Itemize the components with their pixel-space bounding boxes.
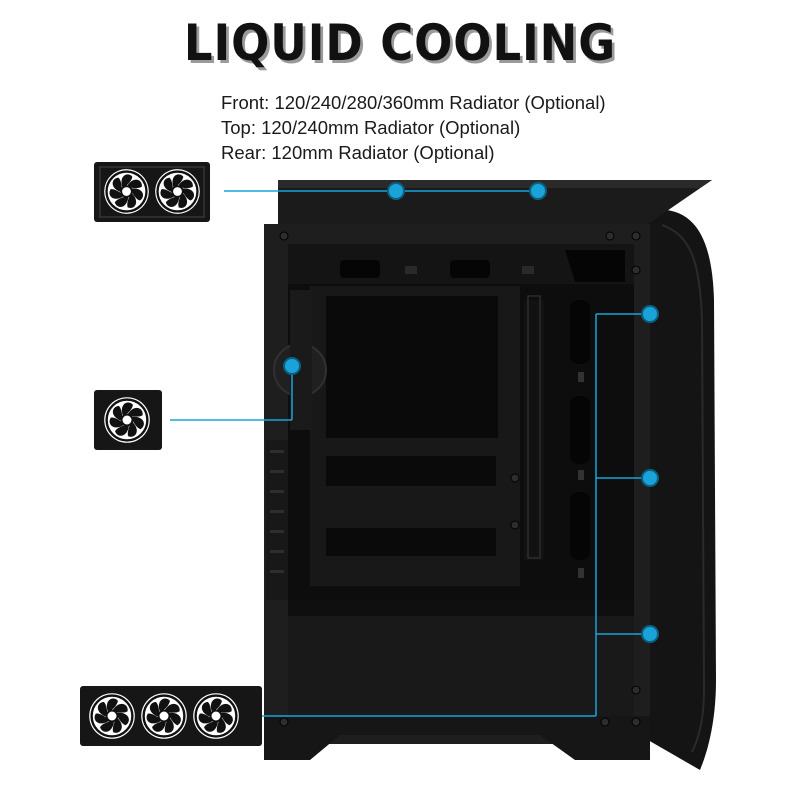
spec-top: Top: 120/240mm Radiator (Optional): [221, 117, 521, 138]
rear-marker-dot: [283, 357, 301, 375]
front-marker-dot: [641, 305, 659, 323]
front-radiator-icon: [80, 686, 262, 746]
callout-markers: [283, 182, 659, 643]
page-title: LIQUID COOLING: [183, 14, 617, 72]
rear-radiator-icon: [94, 390, 162, 450]
front-marker-dot: [641, 469, 659, 487]
spec-list: Front: 120/240/280/360mm Radiator (Optio…: [221, 90, 606, 165]
fan-icon: [103, 168, 150, 215]
top-radiator-icon: [94, 162, 210, 222]
top-marker-dot: [529, 182, 547, 200]
spec-rear: Rear: 120mm Radiator (Optional): [221, 142, 495, 163]
fan-icon: [103, 396, 151, 444]
fan-icon: [88, 692, 136, 740]
fan-icon: [192, 692, 240, 740]
front-marker-dot: [641, 625, 659, 643]
fan-icon: [154, 168, 201, 215]
top-marker-dot: [387, 182, 405, 200]
spec-front: Front: 120/240/280/360mm Radiator (Optio…: [221, 92, 606, 113]
fan-icon: [140, 692, 188, 740]
